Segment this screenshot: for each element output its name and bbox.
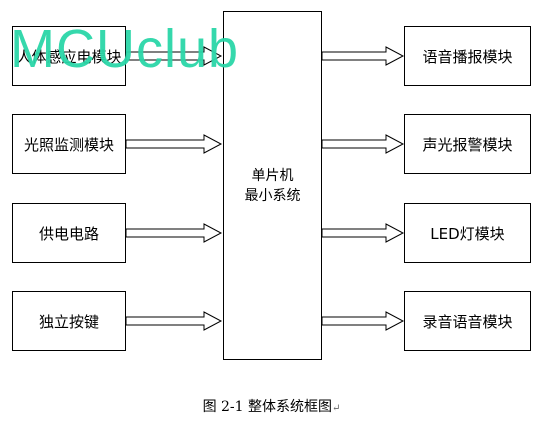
arrow-output-4 — [321, 311, 405, 331]
input-block-label: 供电电路 — [38, 224, 99, 243]
arrow-output-1 — [321, 46, 405, 66]
mcu-label-line2: 最小系统 — [244, 187, 301, 204]
input-block-human-sensor: 人体感应电模块 — [12, 26, 126, 86]
paragraph-mark-icon: ↵ — [332, 403, 341, 414]
output-block-led: LED灯模块 — [404, 203, 531, 263]
watermark-logo: MCUclub — [10, 19, 240, 79]
input-block-power-circuit: 供电电路 — [12, 203, 126, 263]
mcu-block: 单片机 最小系统 — [223, 11, 322, 360]
input-block-keys: 独立按键 — [12, 291, 126, 351]
output-block-label: 声光报警模块 — [422, 135, 513, 154]
output-block-label: LED灯模块 — [430, 224, 505, 243]
mcu-label-line1: 单片机 — [251, 167, 294, 184]
output-block-label: 语音播报模块 — [422, 47, 513, 66]
caption-text: 图 2-1 整体系统框图 — [202, 399, 333, 415]
arrow-input-3 — [125, 223, 223, 243]
arrow-input-4 — [125, 311, 223, 331]
output-block-alarm: 声光报警模块 — [404, 114, 531, 174]
input-block-label: 光照监测模块 — [23, 135, 114, 154]
input-block-light-monitor: 光照监测模块 — [12, 114, 126, 174]
input-block-label: 人体感应电模块 — [16, 47, 122, 66]
arrow-input-1 — [125, 46, 223, 66]
output-block-label: 录音语音模块 — [422, 312, 513, 331]
arrow-output-2 — [321, 134, 405, 154]
arrow-output-3 — [321, 223, 405, 243]
arrow-input-2 — [125, 134, 223, 154]
input-block-label: 独立按键 — [38, 312, 99, 331]
figure-caption: 图 2-1 整体系统框图↵ — [0, 396, 543, 416]
output-block-voice-broadcast: 语音播报模块 — [404, 26, 531, 86]
output-block-recording: 录音语音模块 — [404, 291, 531, 351]
